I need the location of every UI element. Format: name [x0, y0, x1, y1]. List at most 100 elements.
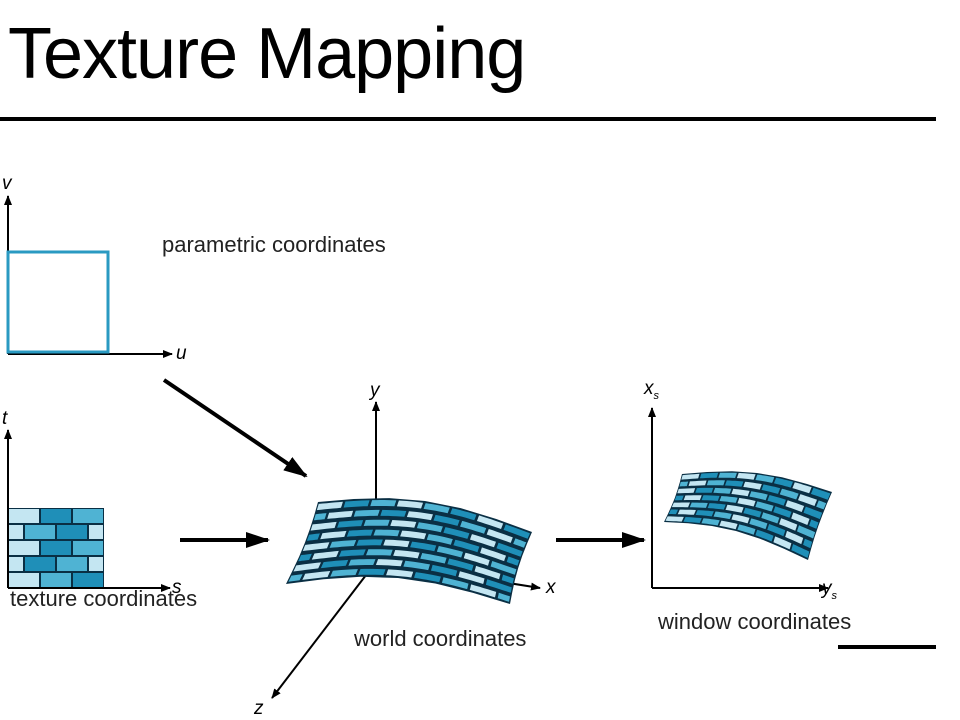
window-brick [785, 500, 805, 512]
world-brick [311, 550, 339, 560]
world-brick [320, 559, 349, 569]
window-brick [706, 480, 725, 486]
texture-brick [89, 525, 103, 539]
world-panel [271, 401, 541, 699]
world-brick [316, 501, 343, 511]
world-brick [390, 520, 417, 528]
window-brick [725, 480, 744, 487]
u-axis-label: u [176, 343, 187, 364]
texture-brick [73, 541, 103, 555]
window-brick [731, 514, 750, 524]
window-brick [773, 506, 792, 518]
world-brick [458, 571, 485, 584]
world-brick [476, 515, 504, 529]
window-brick [688, 480, 707, 486]
window-brick [681, 473, 700, 480]
window-brick [798, 494, 817, 506]
world-brick [420, 553, 447, 564]
world-brick [330, 569, 358, 577]
world-brick [490, 561, 517, 575]
texture-brick [9, 525, 23, 539]
window-brick [791, 544, 810, 558]
window-brick [731, 488, 750, 497]
world-brick [497, 592, 510, 602]
window-brick [707, 503, 726, 510]
window-brick [695, 487, 714, 493]
window-brick [701, 495, 720, 501]
window-brick [749, 491, 768, 501]
world-brick [501, 574, 514, 584]
texture-brick [41, 509, 71, 523]
window-brick [803, 506, 823, 520]
world-z-axis [271, 561, 377, 699]
world-brick [327, 510, 354, 519]
window-brick [719, 496, 738, 503]
window-brick [773, 477, 793, 488]
s-axis-label: s [172, 577, 182, 598]
world-x-label: x [546, 577, 556, 598]
world-brick [480, 547, 506, 562]
world-brick [302, 542, 330, 551]
world-brick [313, 513, 327, 521]
world-brick [356, 539, 383, 546]
window-brick [743, 507, 762, 518]
texture-brick [41, 541, 71, 555]
world-brick [503, 524, 530, 539]
world-brick [348, 559, 376, 566]
world-brick [469, 584, 497, 598]
window-brick [713, 487, 732, 494]
window-brick [797, 525, 816, 539]
window-brick [677, 488, 696, 494]
window-brick [779, 488, 799, 500]
window-brick [773, 536, 792, 550]
window-brick [674, 495, 684, 501]
xs-axis-label: xs [644, 378, 659, 402]
world-brick-surface [286, 498, 532, 604]
window-brick [736, 472, 756, 480]
world-brick [506, 556, 520, 566]
world-brick [474, 565, 501, 580]
window-brick [677, 509, 696, 515]
world-brick [288, 574, 303, 582]
window-brick [791, 512, 810, 525]
window-brick [767, 495, 786, 506]
world-brick [403, 560, 430, 571]
world-brick [373, 529, 400, 537]
texture-brick [25, 525, 55, 539]
world-brick [366, 549, 393, 556]
window-brick [755, 529, 774, 542]
world-brick [406, 511, 433, 521]
window-brick [699, 472, 719, 479]
world-brick [375, 559, 403, 567]
world-brick [414, 572, 441, 583]
parametric-panel [3, 195, 173, 358]
window-brick [683, 517, 702, 523]
texture-brick [89, 557, 103, 571]
world-brick [396, 500, 423, 509]
title-divider [0, 117, 936, 121]
parametric-square [6, 250, 110, 354]
v-axis-label: v [2, 173, 12, 194]
texture-brick [25, 557, 55, 571]
world-brick [393, 550, 420, 559]
window-brick [737, 497, 756, 507]
world-brick [302, 571, 331, 580]
page-title: Texture Mapping [8, 14, 526, 94]
window-brick [767, 524, 786, 537]
t-axis-label: t [2, 408, 8, 429]
window-brick [785, 530, 804, 545]
window-brick [689, 502, 708, 508]
window-brick [755, 474, 775, 483]
world-brick [416, 522, 443, 533]
window-brick [803, 538, 813, 549]
texture-brick [73, 573, 103, 587]
world-brick [380, 509, 407, 517]
window-brick [743, 481, 762, 490]
world-brick [426, 534, 453, 545]
window-brick [779, 518, 798, 531]
window-brick [665, 516, 684, 522]
world-y-label: y [370, 380, 380, 401]
window-brick [809, 519, 819, 529]
window-brick [816, 500, 827, 510]
world-brick [320, 530, 347, 540]
